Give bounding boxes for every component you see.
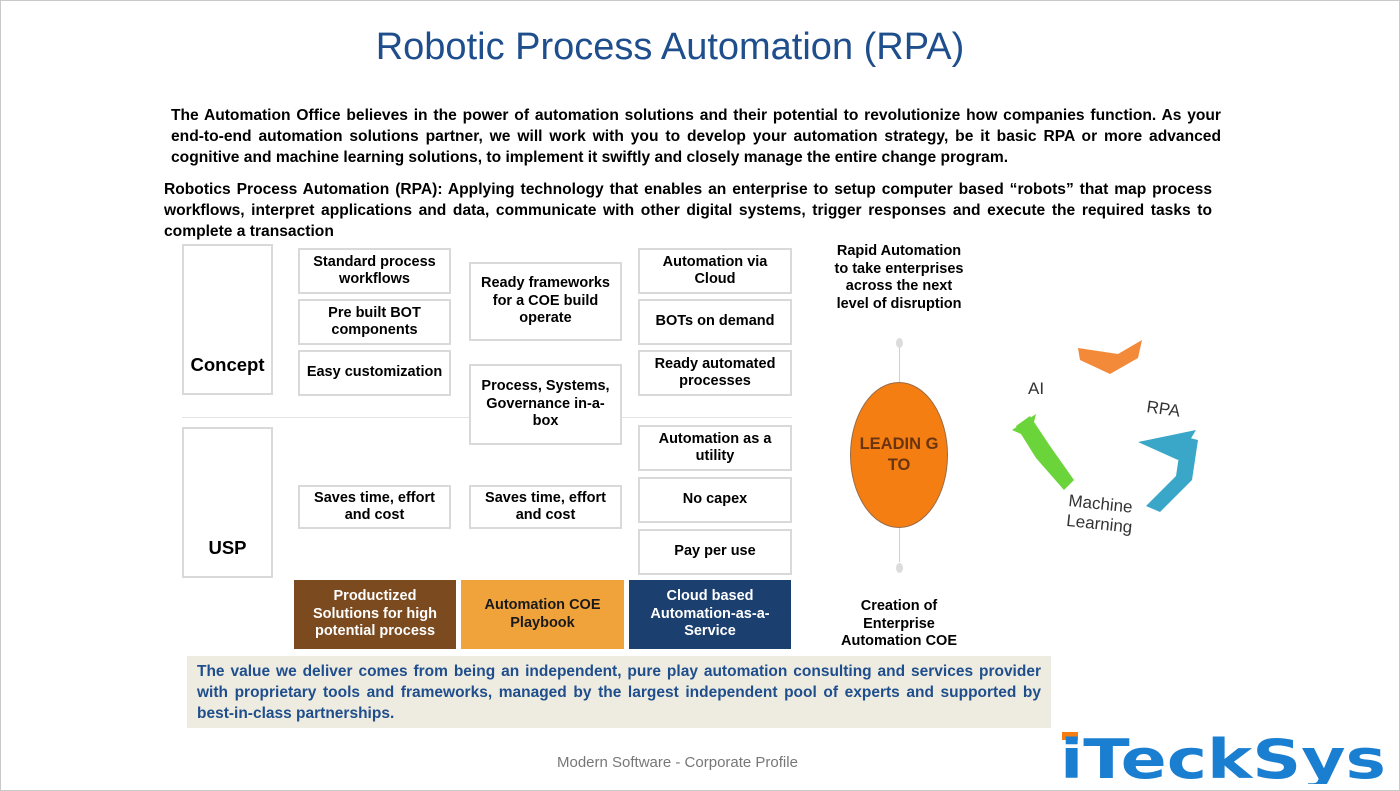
usp-label-text: USP bbox=[208, 536, 247, 558]
col1-concept-item: Pre built BOT components bbox=[298, 299, 451, 345]
connector-dot bbox=[896, 563, 903, 573]
rpa-definition: Robotics Process Automation (RPA): Apply… bbox=[164, 181, 1212, 240]
col2-concept-item: Ready frameworks for a COE build operate bbox=[469, 262, 622, 341]
logo-accent-mark bbox=[1062, 732, 1078, 740]
leading-to-text: LEADIN G TO bbox=[859, 435, 939, 474]
slide-title: Robotic Process Automation (RPA) bbox=[375, 26, 965, 68]
rpa-ml-arrow-icon bbox=[1146, 436, 1198, 512]
ai-rpa-ml-cycle: AI RPA MachineLearning bbox=[1012, 340, 1198, 537]
leading-to-oval: LEADIN G TO bbox=[850, 382, 948, 528]
footer-text: Modern Software - Corporate Profile bbox=[557, 754, 798, 771]
col1-concept-item: Standard process workflows bbox=[298, 248, 451, 294]
col2-concept-item: Process, Systems, Governance in-a-box bbox=[469, 364, 622, 445]
connector-line bbox=[899, 348, 900, 382]
col3-concept-item: Automation via Cloud bbox=[638, 248, 792, 294]
connector-dot bbox=[896, 338, 903, 348]
col2-usp-item: Saves time, effort and cost bbox=[469, 485, 622, 529]
rapid-automation-text: Rapid Automation to take enterprises acr… bbox=[834, 243, 964, 312]
col1-concept-item: Easy customization bbox=[298, 350, 451, 396]
pillar-automation-coe-playbook: Automation COE Playbook bbox=[461, 580, 624, 649]
itecksys-logo: iTeckSys bbox=[1060, 730, 1386, 784]
pillar-productized-solutions: Productized Solutions for high potential… bbox=[294, 580, 456, 649]
cycle-label-ai: AI bbox=[1028, 379, 1044, 398]
pillar-cloud-automation-service: Cloud based Automation-as-a-Service bbox=[629, 580, 791, 649]
logo-wordmark: iTeckSys bbox=[1060, 730, 1386, 784]
usp-label: USP bbox=[182, 427, 273, 578]
intro-paragraph: The Automation Office believes in the po… bbox=[171, 107, 1221, 166]
concept-label-text: Concept bbox=[190, 353, 265, 375]
ai-rpa-arrow-icon bbox=[1078, 340, 1142, 374]
col1-usp-item: Saves time, effort and cost bbox=[298, 485, 451, 529]
col3-concept-item: BOTs on demand bbox=[638, 299, 792, 345]
cycle-label-ml: MachineLearning bbox=[1065, 491, 1135, 537]
value-proposition: The value we deliver comes from being an… bbox=[187, 656, 1051, 728]
concept-label: Concept bbox=[182, 244, 273, 395]
col3-usp-item: No capex bbox=[638, 477, 792, 523]
connector-line bbox=[899, 528, 900, 562]
col3-usp-item: Automation as a utility bbox=[638, 425, 792, 471]
cycle-label-rpa: RPA bbox=[1145, 397, 1182, 421]
ai-arrowhead-icon bbox=[1012, 414, 1036, 438]
rpa-arrowhead-icon bbox=[1138, 430, 1196, 460]
coe-creation-text: Creation of Enterprise Automation COE bbox=[841, 598, 957, 649]
col3-usp-item: Pay per use bbox=[638, 529, 792, 575]
col3-concept-item: Ready automated processes bbox=[638, 350, 792, 396]
